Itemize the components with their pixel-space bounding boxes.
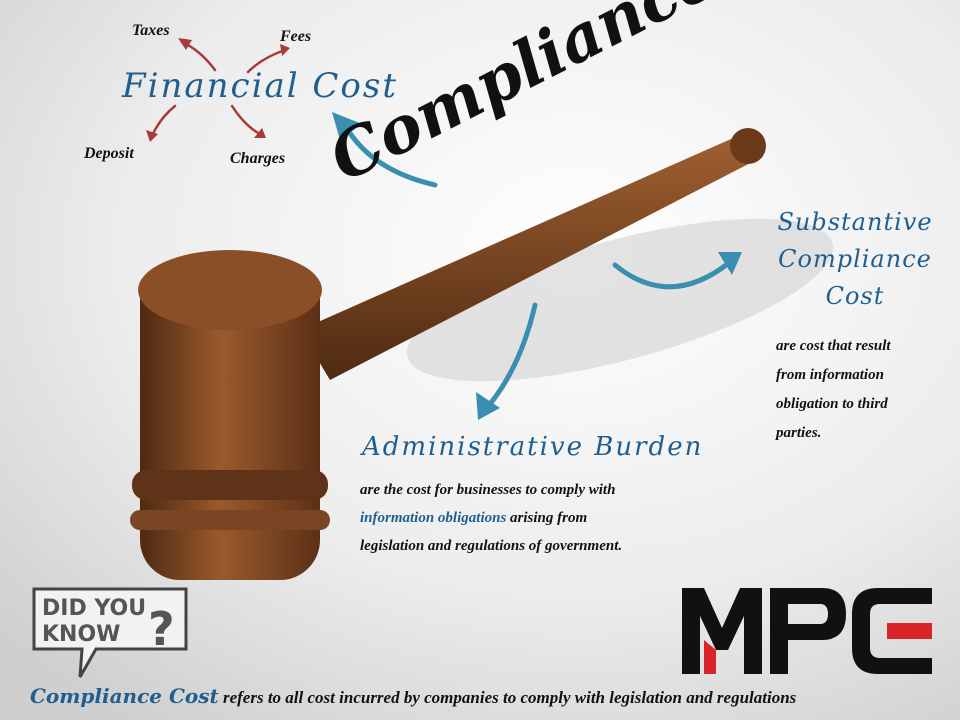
arrowhead-financial <box>332 112 362 140</box>
arrowhead-charges <box>254 128 266 138</box>
admin-desc-highlight: information obligations <box>360 510 507 526</box>
substantive-desc-line: from information <box>776 367 884 383</box>
admin-burden-title: Administrative Burden <box>362 432 704 462</box>
mpc-logo <box>682 588 932 674</box>
substantive-title-line: Compliance <box>778 245 932 273</box>
admin-desc-line: information obligations arising from <box>360 504 740 532</box>
arrowhead-admin <box>476 392 500 420</box>
substantive-title-line: Substantive <box>777 208 933 236</box>
arrowhead-fees <box>280 44 290 56</box>
substantive-desc-line: are cost that result <box>776 338 891 354</box>
admin-burden-description: are the cost for businesses to comply wi… <box>360 476 740 560</box>
financial-cost-title: Financial Cost <box>122 66 398 106</box>
arrow-to-admin <box>482 302 538 413</box>
badge-question-mark: ? <box>148 602 175 656</box>
admin-desc-line: legislation and regulations of governmen… <box>360 538 623 554</box>
did-you-know-badge: DID YOU KNOW ? <box>32 587 188 678</box>
footer-text: refers to all cost incurred by companies… <box>218 688 797 707</box>
label-charges: Charges <box>230 150 286 167</box>
badge-line2: KNOW <box>42 622 120 647</box>
arrowhead-deposit <box>146 130 158 142</box>
arrow-to-financial <box>342 122 438 188</box>
substantive-desc-line: parties. <box>776 425 822 441</box>
arrowhead-substantive <box>718 252 742 275</box>
arrowhead-taxes <box>178 38 192 50</box>
admin-desc-line: are the cost for businesses to comply wi… <box>360 482 616 498</box>
substantive-title-line: Cost <box>825 282 885 310</box>
substantive-desc-line: obligation to third <box>776 396 888 412</box>
arrow-charges <box>230 104 262 136</box>
label-deposit: Deposit <box>84 145 134 162</box>
substantive-title: Substantive Compliance Cost <box>770 204 940 315</box>
badge-line1: DID YOU <box>42 596 146 621</box>
label-fees: Fees <box>280 28 312 45</box>
label-taxes: Taxes <box>132 22 170 39</box>
footer-term: Compliance Cost <box>30 684 219 708</box>
admin-desc-rest: arising from <box>506 510 588 526</box>
arrow-to-substantive <box>612 259 733 290</box>
gavel-icon <box>130 128 766 580</box>
footer-definition: Compliance Cost refers to all cost incur… <box>30 684 950 708</box>
substantive-description: are cost that result from information ob… <box>776 332 946 448</box>
